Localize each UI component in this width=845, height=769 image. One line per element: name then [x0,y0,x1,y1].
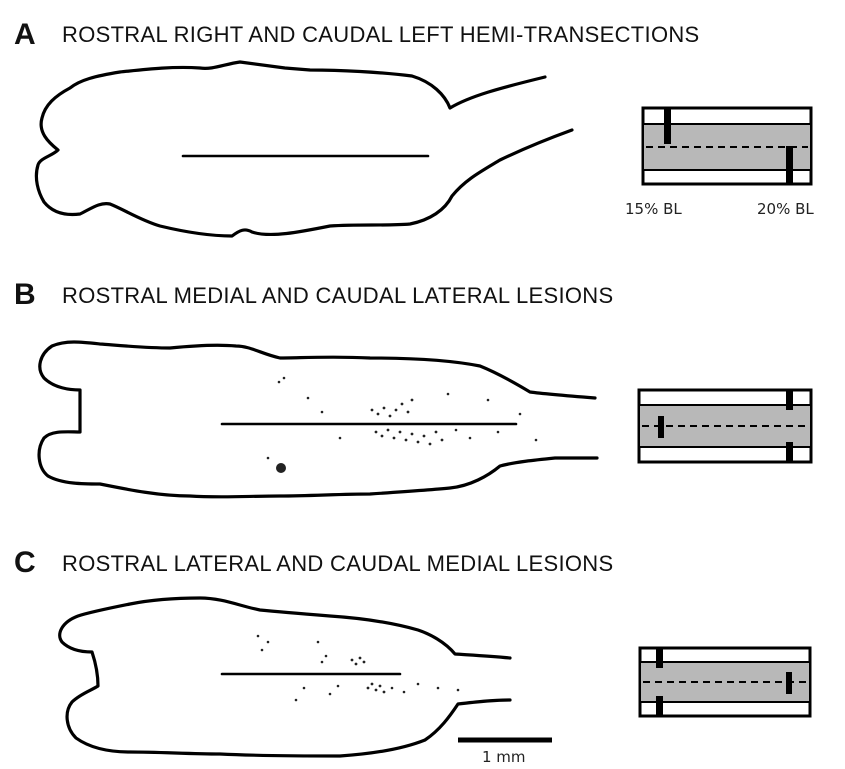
panel-a-lesion-diagram [643,108,811,184]
lesion-dot [395,409,398,412]
panel-c-lesion-dots [257,635,460,702]
lesion-dot [389,415,392,418]
lesion-dot [276,463,286,473]
panel-a-right-label: 20% BL [757,200,814,218]
lesion-dot [403,691,406,694]
panel-a-left-label: 15% BL [625,200,682,218]
panel-c-diagram-band [640,662,810,702]
scale-bar: 1 mm [458,740,552,766]
lesion-dot [359,657,362,660]
panel-b-brain-outline [39,342,597,497]
lesion-dot [405,439,408,442]
lesion-dot [469,437,472,440]
lesion-dot [317,641,320,644]
lesion-dot [321,411,324,414]
lesion-dot [375,689,378,692]
panel-a-letter: A [14,18,36,51]
lesion-dot [307,397,310,400]
panel-b-rostral-lesion [658,416,664,438]
panel-b-letter: B [14,278,36,311]
lesion-dot [329,693,332,696]
lesion-dot [379,685,382,688]
lesion-dot [441,439,444,442]
scale-bar-label: 1 mm [482,748,526,766]
lesion-dot [339,437,342,440]
panel-c: C ROSTRAL LATERAL AND CAUDAL MEDIAL LESI… [14,546,810,766]
lesion-dot [267,641,270,644]
panel-a-title: ROSTRAL RIGHT AND CAUDAL LEFT HEMI-TRANS… [62,22,700,47]
panel-a-rostral-cut [664,108,671,144]
lesion-dot [375,431,378,434]
lesion-dot [371,683,374,686]
lesion-dot [337,685,340,688]
lesion-dot [387,429,390,432]
lesion-dot [267,457,270,460]
panel-b: B ROSTRAL MEDIAL AND CAUDAL LATERAL LESI… [14,278,811,497]
panel-b-diagram-band [639,405,811,447]
lesion-dot [429,443,432,446]
lesion-dot [377,413,380,416]
lesion-dot [391,687,394,690]
lesion-dot [363,661,366,664]
panel-b-lesion-diagram [639,390,811,462]
lesion-dot [399,431,402,434]
lesion-dot [411,399,414,402]
panel-a: A ROSTRAL RIGHT AND CAUDAL LEFT HEMI-TRA… [14,18,814,236]
lesion-dot [535,439,538,442]
lesion-dot [261,649,264,652]
panel-b-caudal-lesion-bottom [786,442,793,462]
panel-c-rostral-lesion-top [656,648,663,668]
panel-c-letter: C [14,546,36,579]
lesion-dot [383,691,386,694]
panel-c-title: ROSTRAL LATERAL AND CAUDAL MEDIAL LESION… [62,551,613,576]
lesion-dot [417,441,420,444]
lesion-dot [283,377,286,380]
panel-a-brain-outline [36,62,572,236]
lesion-dot [257,635,260,638]
lesion-dot [455,429,458,432]
lesion-dot [519,413,522,416]
lesion-dot [447,393,450,396]
lesion-dot [435,431,438,434]
lesion-dot [437,687,440,690]
lesion-dot [303,687,306,690]
panel-c-caudal-lesion [786,672,792,694]
panel-c-rostral-lesion-bottom [656,696,663,716]
lesion-dot [393,437,396,440]
lesion-dot [321,661,324,664]
lesion-dot [383,407,386,410]
panel-a-caudal-cut [786,146,793,184]
lesion-dot [497,431,500,434]
lesion-dot [325,655,328,658]
lesion-dot [367,687,370,690]
lesion-dot [407,411,410,414]
lesion-dot [487,399,490,402]
lesion-dot [355,663,358,666]
lesion-dot [401,403,404,406]
panel-b-caudal-lesion-top [786,390,793,410]
panel-c-lesion-diagram [640,648,810,716]
lesion-dot [351,659,354,662]
lesion-dot [278,381,281,384]
lesion-dot [371,409,374,412]
lesion-dot [295,699,298,702]
lesion-dot [411,433,414,436]
panel-b-title: ROSTRAL MEDIAL AND CAUDAL LATERAL LESION… [62,283,613,308]
lesion-dot [457,689,460,692]
lesion-dot [423,435,426,438]
lesion-dot [417,683,420,686]
panel-c-brain-outline [60,598,510,756]
lesion-dot [381,435,384,438]
